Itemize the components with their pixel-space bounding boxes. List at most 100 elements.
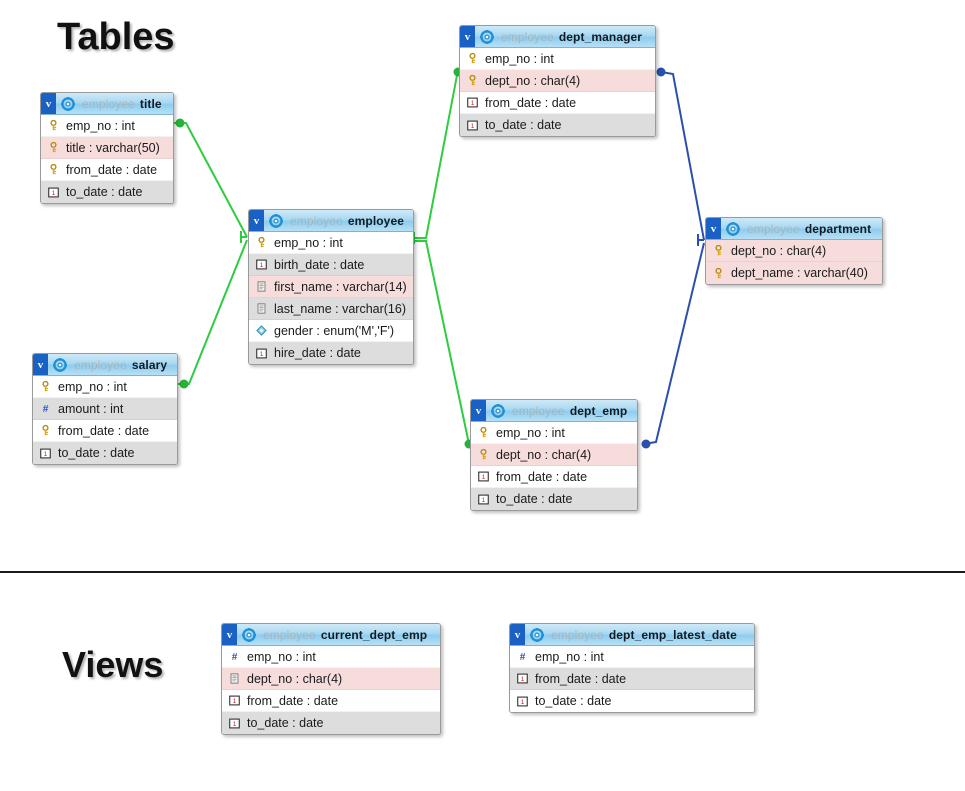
column-row[interactable]: #amount : int bbox=[33, 398, 177, 420]
gear-icon bbox=[529, 627, 545, 643]
key-icon bbox=[39, 424, 52, 437]
column-row[interactable]: from_date : date bbox=[41, 159, 173, 181]
view-badge-icon: v bbox=[471, 400, 486, 421]
column-label: dept_no : char(4) bbox=[485, 73, 581, 88]
column-row[interactable]: emp_no : int bbox=[33, 376, 177, 398]
view-current_dept_emp[interactable]: v employee current_dept_emp #emp_no : int de… bbox=[221, 623, 441, 735]
column-label: to_date : date bbox=[496, 492, 573, 506]
column-row[interactable]: emp_no : int bbox=[460, 48, 655, 70]
date-icon: 1 bbox=[477, 493, 490, 506]
svg-text:#: # bbox=[232, 652, 238, 662]
date-icon: 1 bbox=[39, 447, 52, 460]
column-label: hire_date : date bbox=[274, 346, 361, 360]
column-row[interactable]: from_date : date bbox=[33, 420, 177, 442]
column-row[interactable]: title : varchar(50) bbox=[41, 137, 173, 159]
column-row[interactable]: last_name : varchar(16) bbox=[249, 298, 413, 320]
key-icon bbox=[712, 244, 725, 257]
column-row[interactable]: dept_no : char(4) bbox=[222, 668, 440, 690]
svg-text:1: 1 bbox=[471, 122, 475, 129]
entity-name-label: current_dept_emp bbox=[320, 627, 428, 642]
gear-icon bbox=[479, 29, 495, 45]
hash-icon: # bbox=[39, 402, 52, 415]
column-row[interactable]: #emp_no : int bbox=[222, 646, 440, 668]
svg-text:1: 1 bbox=[471, 100, 475, 107]
column-row[interactable]: dept_no : char(4) bbox=[471, 444, 637, 466]
column-label: dept_no : char(4) bbox=[247, 671, 343, 686]
text-icon bbox=[255, 280, 268, 293]
date-icon: 1 bbox=[516, 672, 529, 685]
entity-schema-label: employee bbox=[501, 29, 554, 44]
column-row[interactable]: emp_no : int bbox=[471, 422, 637, 444]
relationship-employee-dept_manager bbox=[413, 67, 463, 244]
column-row[interactable]: first_name : varchar(14) bbox=[249, 276, 413, 298]
column-label: birth_date : date bbox=[274, 257, 365, 272]
svg-text:1: 1 bbox=[52, 189, 56, 196]
view-badge-icon: v bbox=[510, 624, 525, 645]
entity-schema-label: employee bbox=[82, 96, 135, 111]
text-icon bbox=[228, 672, 241, 685]
entity-header-current_dept_emp[interactable]: v employee current_dept_emp bbox=[222, 624, 440, 646]
column-label: emp_no : int bbox=[485, 51, 554, 66]
svg-text:1: 1 bbox=[260, 350, 264, 357]
column-row[interactable]: 1 to_date : date bbox=[471, 488, 637, 510]
column-row[interactable]: 1 from_date : date bbox=[510, 668, 754, 690]
view-badge-icon: v bbox=[249, 210, 264, 231]
column-row[interactable]: emp_no : int bbox=[41, 115, 173, 137]
date-icon: 1 bbox=[228, 717, 241, 730]
entity-schema-label: employee bbox=[512, 403, 565, 418]
gear-icon bbox=[52, 357, 68, 373]
column-row[interactable]: emp_no : int bbox=[249, 232, 413, 254]
column-label: dept_name : varchar(40) bbox=[731, 266, 868, 280]
entity-name-label: title bbox=[139, 96, 162, 111]
key-icon bbox=[47, 141, 60, 154]
column-label: to_date : date bbox=[66, 185, 143, 199]
column-row[interactable]: gender : enum('M','F') bbox=[249, 320, 413, 342]
column-label: title : varchar(50) bbox=[66, 140, 160, 155]
column-row[interactable]: 1 from_date : date bbox=[460, 92, 655, 114]
column-row[interactable]: dept_no : char(4) bbox=[706, 240, 882, 262]
key-icon bbox=[47, 119, 60, 132]
column-row[interactable]: #emp_no : int bbox=[510, 646, 754, 668]
column-label: from_date : date bbox=[496, 469, 588, 484]
entity-schema-label: employee bbox=[747, 221, 800, 236]
entity-name-label: dept_emp_latest_date bbox=[608, 627, 737, 642]
date-icon: 1 bbox=[516, 695, 529, 708]
hash-icon: # bbox=[228, 650, 241, 663]
column-label: from_date : date bbox=[535, 671, 627, 686]
key-icon bbox=[255, 236, 268, 249]
section-title-views: Views bbox=[62, 644, 164, 685]
entity-name-label: dept_manager bbox=[558, 29, 643, 44]
entity-schema-label: employee bbox=[263, 627, 316, 642]
column-row[interactable]: 1 to_date : date bbox=[41, 181, 173, 203]
view-badge-icon: v bbox=[222, 624, 237, 645]
column-row[interactable]: dept_no : char(4) bbox=[460, 70, 655, 92]
column-row[interactable]: dept_name : varchar(40) bbox=[706, 262, 882, 284]
column-label: from_date : date bbox=[66, 162, 158, 177]
column-label: from_date : date bbox=[485, 95, 577, 110]
key-icon bbox=[39, 380, 52, 393]
svg-text:#: # bbox=[43, 404, 49, 414]
column-row[interactable]: 1 hire_date : date bbox=[249, 342, 413, 364]
key-icon bbox=[47, 163, 60, 176]
